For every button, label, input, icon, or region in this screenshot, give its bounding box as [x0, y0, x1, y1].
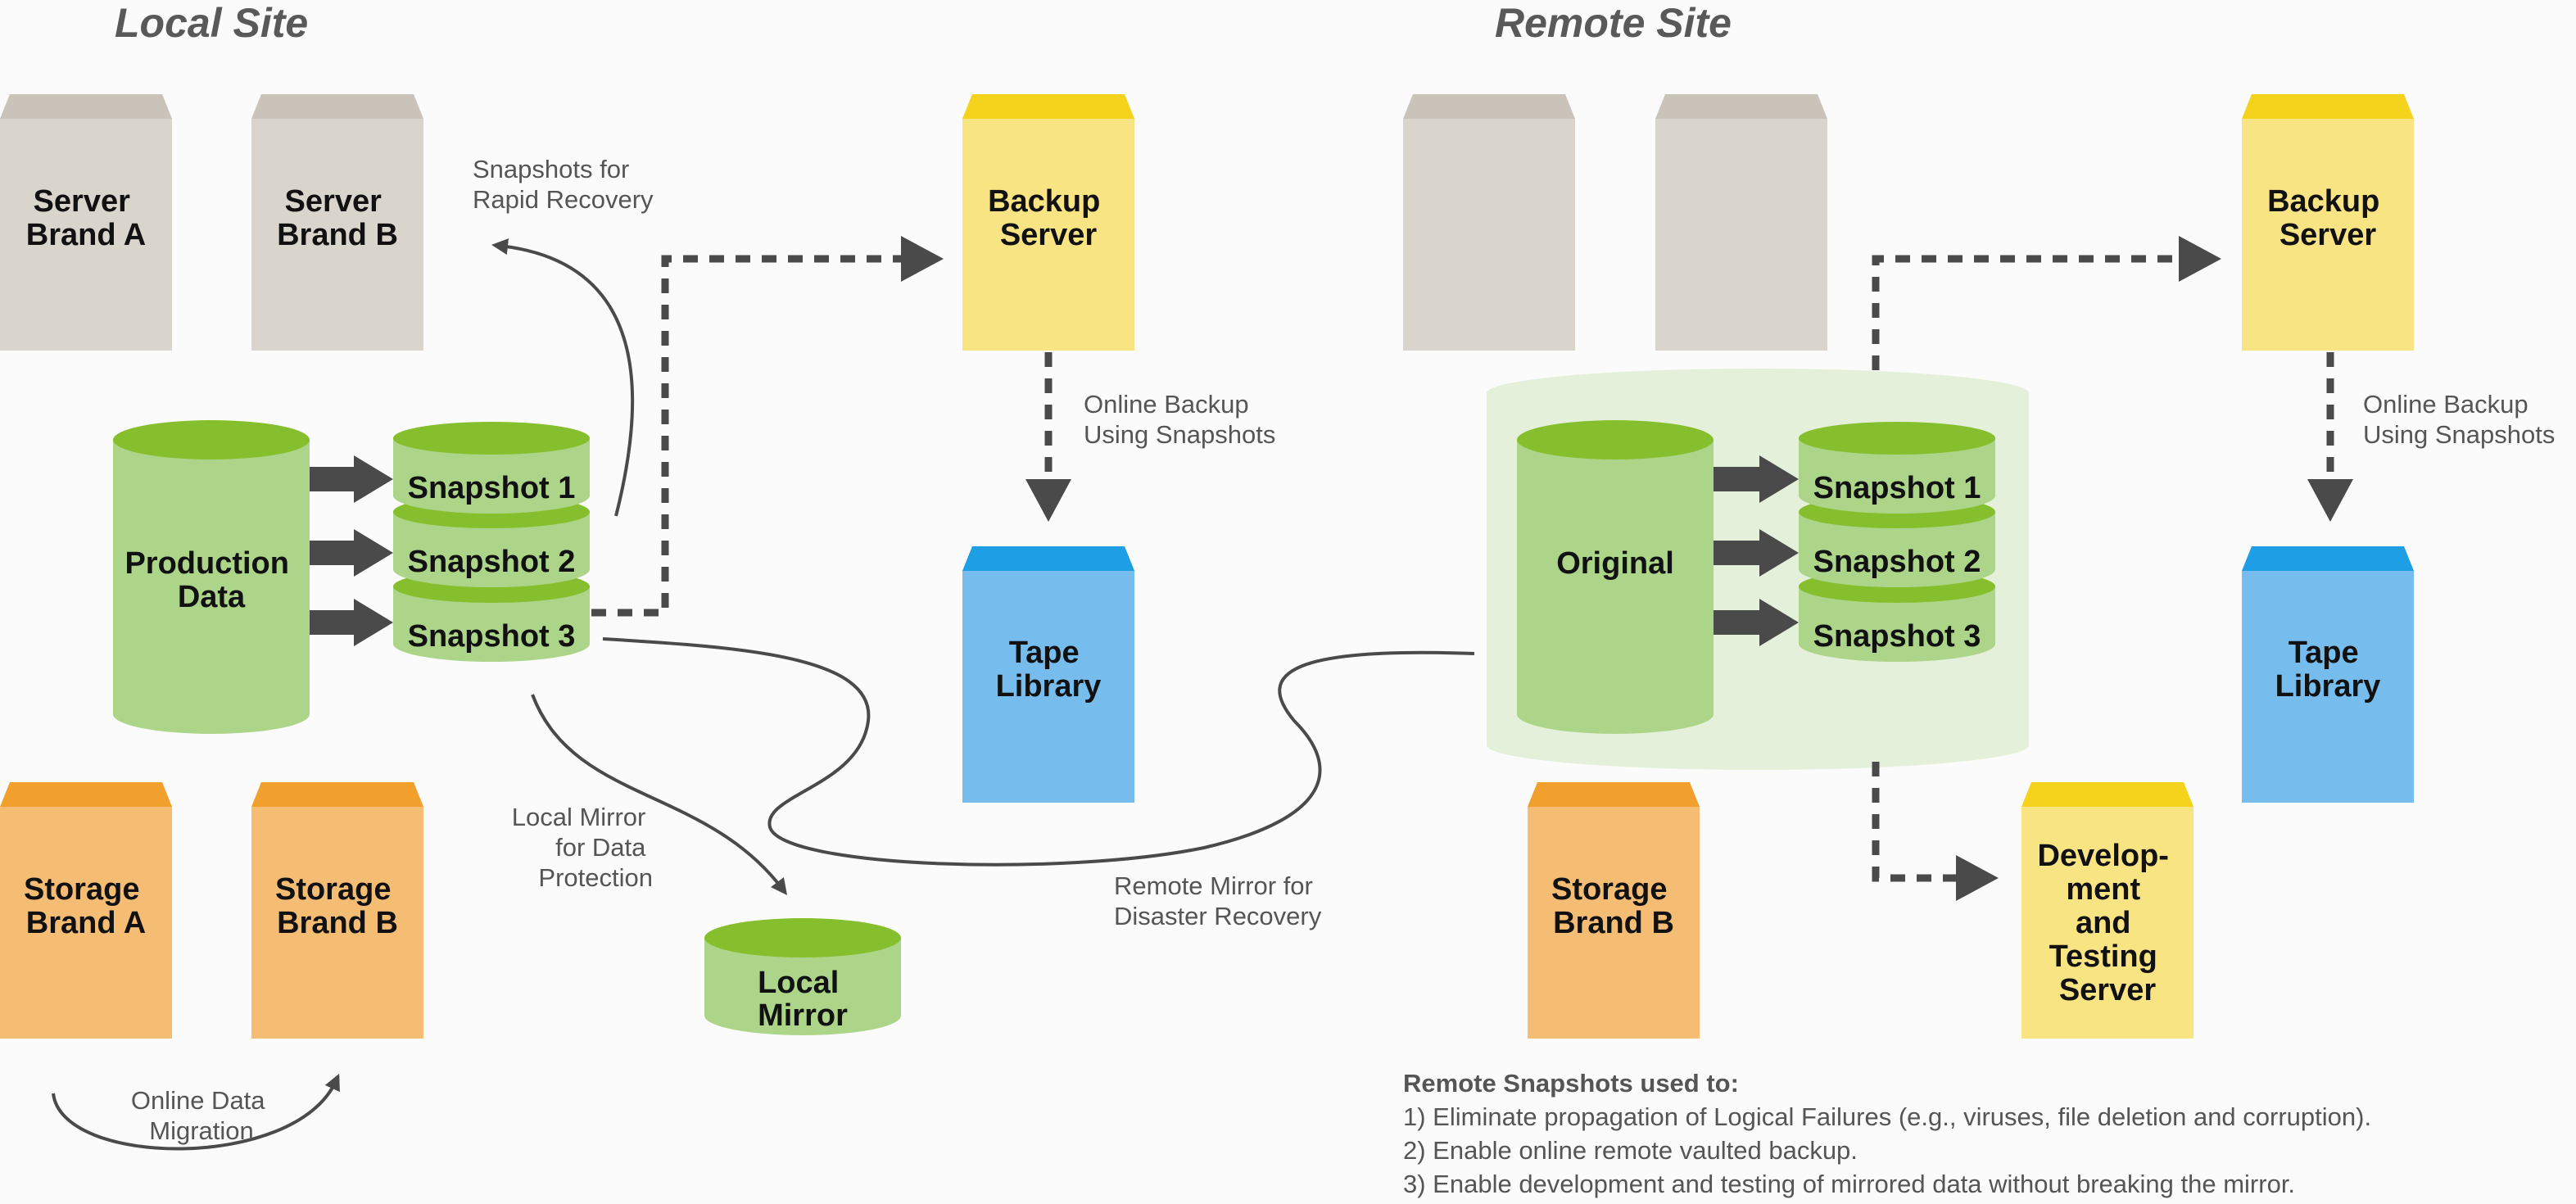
remote-backup-server: Backup Server: [2242, 94, 2414, 351]
remote-server-1: [1403, 94, 1575, 351]
rapid-recovery-note: Snapshots for Rapid Recovery: [473, 155, 654, 214]
remote-snapshot-2-label: Snapshot 2: [1813, 545, 1981, 579]
production-data-cylinder: Production Data: [113, 420, 310, 734]
server-brand-b-label: Server Brand B: [277, 184, 398, 252]
storage-brand-a-label: Storage Brand A: [24, 872, 148, 940]
server-brand-a-label: Server Brand A: [26, 184, 146, 252]
footnote: Remote Snapshots used to: 1) Eliminate p…: [1403, 1069, 2371, 1198]
local-mirror-label: Local Mirror: [758, 966, 848, 1033]
remote-backup-server-label: Backup Server: [2267, 184, 2388, 252]
online-migration-connector: [52, 1073, 340, 1151]
remote-tape-library-label: Tape Library: [2275, 636, 2381, 704]
local-backup-server-label: Backup Server: [988, 184, 1109, 252]
online-migration-note: Online Data Migration: [131, 1086, 272, 1145]
storage-brand-b-local-label: Storage Brand B: [275, 872, 400, 940]
remote-online-backup-connector: [2307, 352, 2353, 522]
storage-brand-b-remote-label: Storage Brand B: [1551, 872, 1676, 940]
storage-brand-b-local: Storage Brand B: [251, 782, 423, 1039]
server-brand-b: Server Brand B: [251, 94, 423, 351]
local-mirror-connector: [531, 694, 788, 895]
footnote-item-2: 2) Enable online remote vaulted backup.: [1403, 1136, 1858, 1165]
local-online-backup-connector: [1025, 352, 1071, 522]
local-snapshot-arrows: [310, 455, 393, 646]
remote-snapshot-3-label: Snapshot 3: [1813, 619, 1981, 654]
production-data-label: Production Data: [124, 546, 297, 614]
dev-testing-server: Develop- ment and Testing Server: [2021, 782, 2193, 1039]
local-snapshot-1: Snapshot 1: [393, 422, 590, 514]
dev-testing-server-label: Develop- ment and Testing Server: [2037, 839, 2177, 1007]
local-snapshot-1-label: Snapshot 1: [408, 471, 576, 505]
remote-server-2: [1655, 94, 1827, 351]
local-tape-library: Tape Library: [962, 546, 1134, 803]
dev-server-connector: [1872, 762, 1999, 901]
local-mirror-cylinder: Local Mirror: [704, 918, 901, 1035]
online-backup-remote-note: Online Backup Using Snapshots: [2363, 390, 2555, 449]
original-label: Original: [1556, 546, 1674, 581]
remote-backup-connector: [1872, 236, 2221, 370]
footnote-item-1: 1) Eliminate propagation of Logical Fail…: [1403, 1102, 2371, 1131]
online-backup-local-note: Online Backup Using Snapshots: [1084, 390, 1275, 449]
remote-mirror-note: Remote Mirror for Disaster Recovery: [1114, 871, 1322, 930]
footnote-heading: Remote Snapshots used to:: [1403, 1069, 1739, 1098]
local-backup-connector: [591, 236, 944, 617]
storage-brand-a: Storage Brand A: [0, 782, 172, 1039]
remote-tape-library: Tape Library: [2242, 546, 2414, 803]
remote-snapshot-arrows: [1714, 455, 1799, 646]
remote-mirror-connector: [602, 637, 1475, 867]
rapid-recovery-connector: [491, 238, 635, 517]
local-mirror-protection-note: Local Mirror for Data Protection: [512, 803, 653, 892]
local-backup-server: Backup Server: [962, 94, 1134, 351]
storage-brand-b-remote: Storage Brand B: [1528, 782, 1700, 1039]
remote-snapshot-1-label: Snapshot 1: [1813, 471, 1981, 505]
local-site-title: Local Site: [115, 0, 308, 46]
footnote-item-3: 3) Enable development and testing of mir…: [1403, 1170, 2295, 1198]
server-brand-a: Server Brand A: [0, 94, 172, 351]
original-cylinder: Original: [1517, 420, 1714, 734]
local-snapshot-2-label: Snapshot 2: [408, 545, 576, 579]
remote-snapshot-1: Snapshot 1: [1799, 422, 1995, 514]
local-snapshot-3-label: Snapshot 3: [408, 619, 576, 654]
remote-site-title: Remote Site: [1495, 0, 1732, 46]
local-tape-library-label: Tape Library: [996, 636, 1102, 704]
